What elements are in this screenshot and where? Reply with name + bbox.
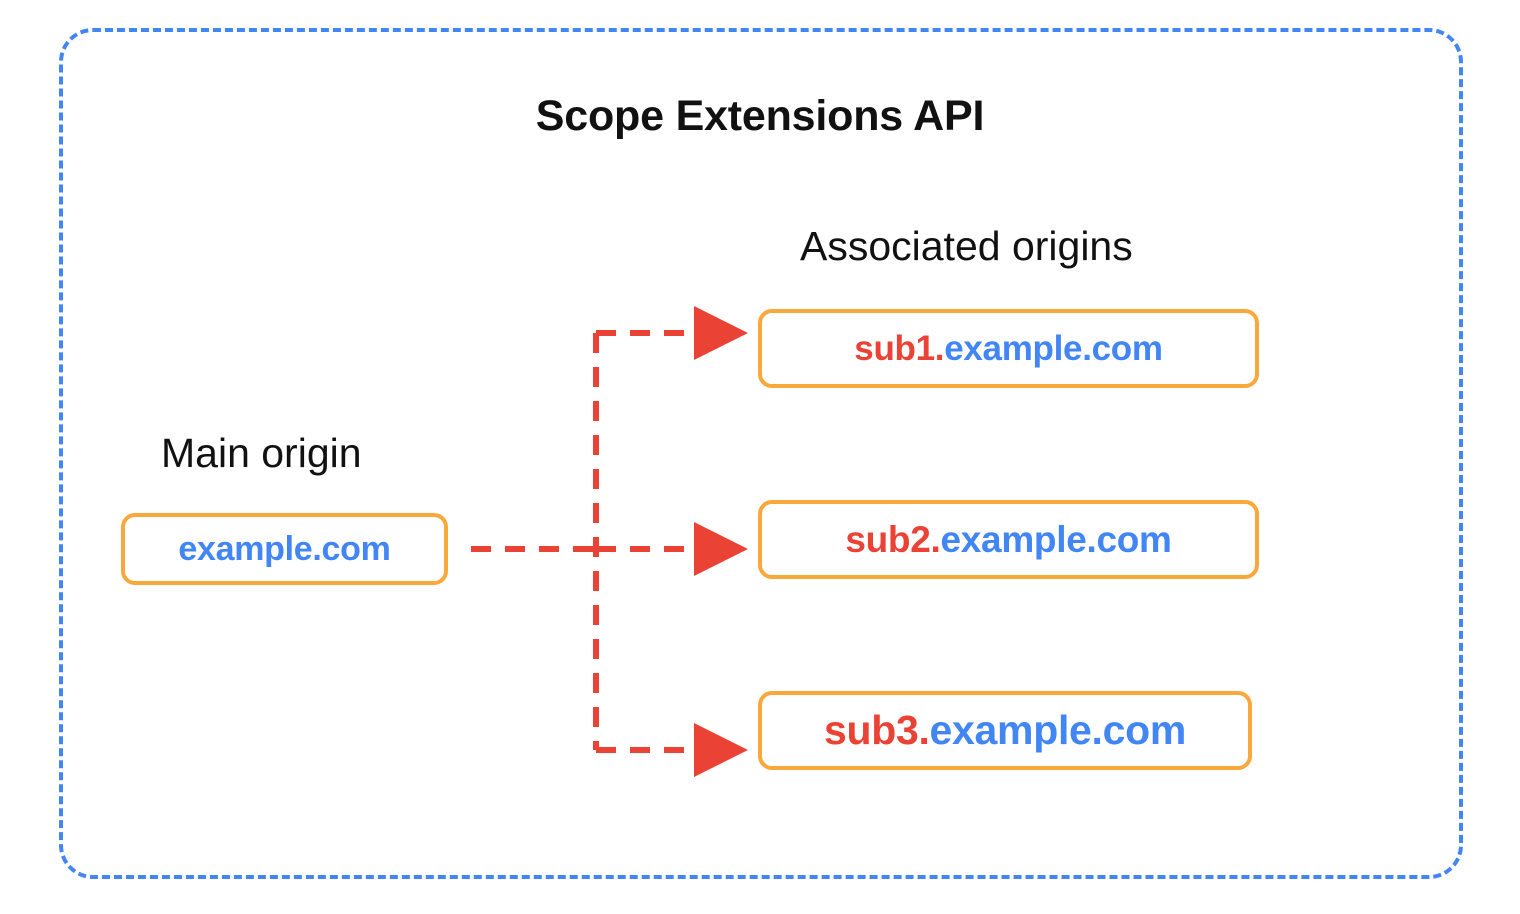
origin-box-sub1[interactable]: sub1.example.com [758, 309, 1259, 388]
origin-domain-sub2: example.com [940, 518, 1172, 560]
origin-dot-sub2: . [930, 518, 941, 560]
origin-box-sub2[interactable]: sub2.example.com [758, 500, 1259, 579]
origin-dot-sub1: . [934, 328, 945, 368]
origin-subdomain-sub1: sub1 [854, 328, 935, 368]
origin-domain-sub1: example.com [944, 328, 1163, 368]
origin-box-sub3[interactable]: sub3.example.com [758, 691, 1252, 770]
origin-domain-sub3: example.com [929, 707, 1187, 753]
origin-box-main[interactable]: example.com [121, 513, 448, 585]
origin-dot-sub3: . [918, 707, 930, 753]
main-origin-label: Main origin [161, 430, 362, 476]
page-title: Scope Extensions API [535, 92, 985, 140]
origin-subdomain-sub2: sub2 [845, 518, 931, 560]
origin-text-main: example.com [178, 529, 391, 568]
origin-subdomain-sub3: sub3 [823, 707, 919, 753]
scope-extensions-container [59, 28, 1463, 879]
associated-origins-label: Associated origins [800, 223, 1133, 269]
